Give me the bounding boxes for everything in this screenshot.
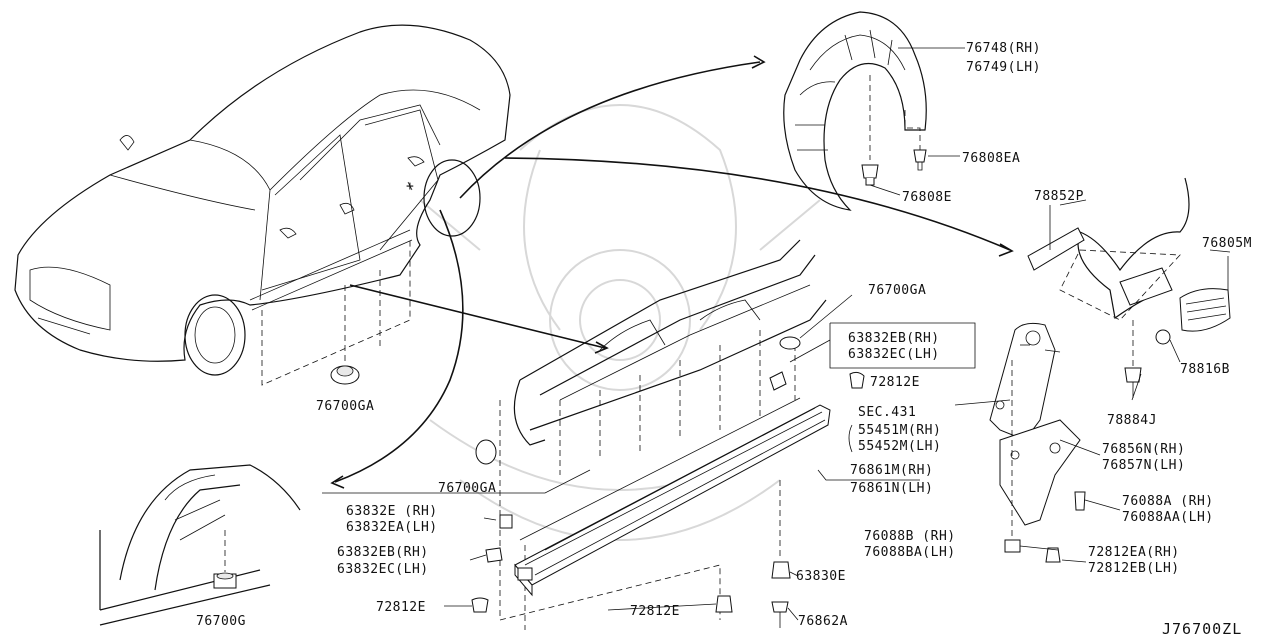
front-arch-drawing <box>99 464 301 626</box>
screw-76862A <box>771 601 789 613</box>
part-78816B <box>1155 329 1171 345</box>
car-body-illustration: + <box>14 24 511 376</box>
clip-63830E <box>771 561 791 579</box>
crosshair-mark: + <box>406 179 414 194</box>
clip-76808E <box>861 164 879 179</box>
label-76857N: 76857N(LH) <box>1102 458 1185 473</box>
bracket-drawing <box>954 322 1086 563</box>
clip-72812E-left <box>471 597 489 613</box>
label-63832E: 63832E (RH) <box>346 504 438 519</box>
label-76808E: 76808E <box>902 190 952 205</box>
clip-72812E-mid <box>715 595 733 613</box>
arrow-to-rear <box>504 157 1011 251</box>
clip-72812E-top <box>849 371 865 389</box>
side-sill-drawing <box>322 239 976 630</box>
grommet-76700GA-fender <box>475 439 497 465</box>
label-63830E: 63830E <box>796 569 846 584</box>
label-78816B: 78816B <box>1180 362 1230 377</box>
nut-76088B <box>1004 539 1021 553</box>
label-76088AA: 76088AA(LH) <box>1122 510 1214 525</box>
label-76088A: 76088A (RH) <box>1122 494 1214 509</box>
diagram-code: J76700ZL <box>1162 620 1242 637</box>
label-76861N: 76861N(LH) <box>850 481 933 496</box>
label-76861M: 76861M(RH) <box>850 463 933 478</box>
part-labels: 76748(RH) 76749(LH) 76808EA 76808E 78852… <box>196 41 1252 637</box>
car-grommet-guides <box>261 240 411 386</box>
label-76862A: 76862A <box>798 614 848 629</box>
fender-protector-drawing <box>783 11 965 211</box>
label-76088BA: 76088BA(LH) <box>864 545 956 560</box>
label-72812EA: 72812EA(RH) <box>1088 545 1180 560</box>
part-78852P <box>1027 227 1085 271</box>
label-sec431: SEC.431 <box>858 405 916 420</box>
arrow-to-sill <box>349 284 606 349</box>
label-72812EB: 72812EB(LH) <box>1088 561 1180 576</box>
label-76088B: 76088B (RH) <box>864 529 956 544</box>
label-78852P: 78852P <box>1034 189 1084 204</box>
label-76808EA: 76808EA <box>962 151 1020 166</box>
callout-arrows <box>330 55 1014 489</box>
clip-63832EB-low <box>485 547 503 563</box>
label-72812E-left: 72812E <box>376 600 426 615</box>
part-76805M <box>1179 288 1231 332</box>
label-63832EA: 63832EA(LH) <box>346 520 438 535</box>
label-63832EC-low: 63832EC(LH) <box>337 562 429 577</box>
label-76700G: 76700G <box>196 614 246 629</box>
clip-63832EB-top <box>769 371 787 391</box>
label-76749: 76749(LH) <box>966 60 1041 75</box>
label-55452M: 55452M(LH) <box>858 439 941 454</box>
label-76856N: 76856N(RH) <box>1102 442 1185 457</box>
label-76805M: 76805M <box>1202 236 1252 251</box>
arrow-to-front-arch <box>334 209 464 483</box>
grommet-76700GA-sill <box>779 336 801 350</box>
rear-bumper-drawing <box>1027 177 1231 398</box>
label-63832EB-low: 63832EB(RH) <box>337 545 429 560</box>
label-76700GA-car: 76700GA <box>316 399 374 414</box>
label-76700GA-top: 76700GA <box>868 283 926 298</box>
label-72812E-top: 72812E <box>870 375 920 390</box>
label-63832EC-top: 63832EC(LH) <box>848 347 940 362</box>
label-63832EB-top: 63832EB(RH) <box>848 331 940 346</box>
clip-72812EA <box>1045 547 1061 563</box>
label-76700GA-fender: 76700GA <box>438 481 496 496</box>
arrow-to-fender <box>459 61 761 199</box>
label-55451M: 55451M(RH) <box>858 423 941 438</box>
label-76748: 76748(RH) <box>966 41 1041 56</box>
label-78884J: 78884J <box>1107 413 1157 428</box>
leader-lines <box>444 199 1231 621</box>
clip-76808EA <box>913 149 927 163</box>
clip-63832E <box>499 514 513 529</box>
bolt-76088A <box>1074 491 1086 511</box>
part-78884J <box>1124 367 1142 383</box>
